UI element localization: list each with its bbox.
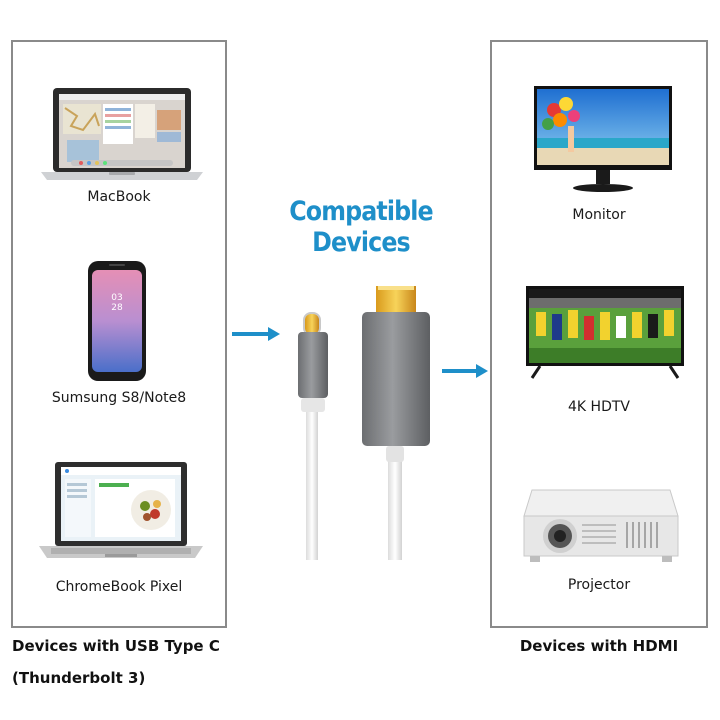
svg-text:03: 03 — [111, 293, 122, 303]
macbook-image — [41, 88, 203, 180]
monitor-image — [534, 86, 672, 192]
device-label-monitor: Monitor — [572, 207, 626, 223]
usb-c-footer: Devices with USB Type C (Thunderbolt 3) — [12, 630, 220, 694]
usb-c-footer-line2: (Thunderbolt 3) — [12, 669, 146, 687]
device-label-projector: Projector — [567, 577, 631, 593]
hdmi-devices-panel: Monitor 4K HDTV — [490, 40, 708, 628]
usb-c-to-hdmi-cable-image — [298, 286, 430, 560]
samsung-phone-image: 03 28 — [88, 261, 146, 381]
page-title: Compatible Devices — [289, 196, 433, 258]
usb-c-footer-line1: Devices with USB Type C — [12, 637, 220, 655]
device-label-macbook: MacBook — [87, 189, 151, 205]
usb-c-devices-panel: MacBook 03 28 Sumsung S8/Note8 — [11, 40, 227, 628]
device-label-samsung: Sumsung S8/Note8 — [51, 390, 187, 406]
arrow-right-icon — [232, 327, 280, 341]
hdtv-image — [526, 286, 684, 379]
chromebook-image — [39, 462, 203, 558]
hdmi-footer: Devices with HDMI — [519, 637, 679, 655]
arrow-right-icon — [442, 364, 488, 378]
projector-image — [523, 489, 679, 562]
svg-text:28: 28 — [111, 303, 123, 313]
device-label-chromebook: ChromeBook Pixel — [55, 579, 183, 595]
device-label-hdtv: 4K HDTV — [568, 399, 630, 415]
